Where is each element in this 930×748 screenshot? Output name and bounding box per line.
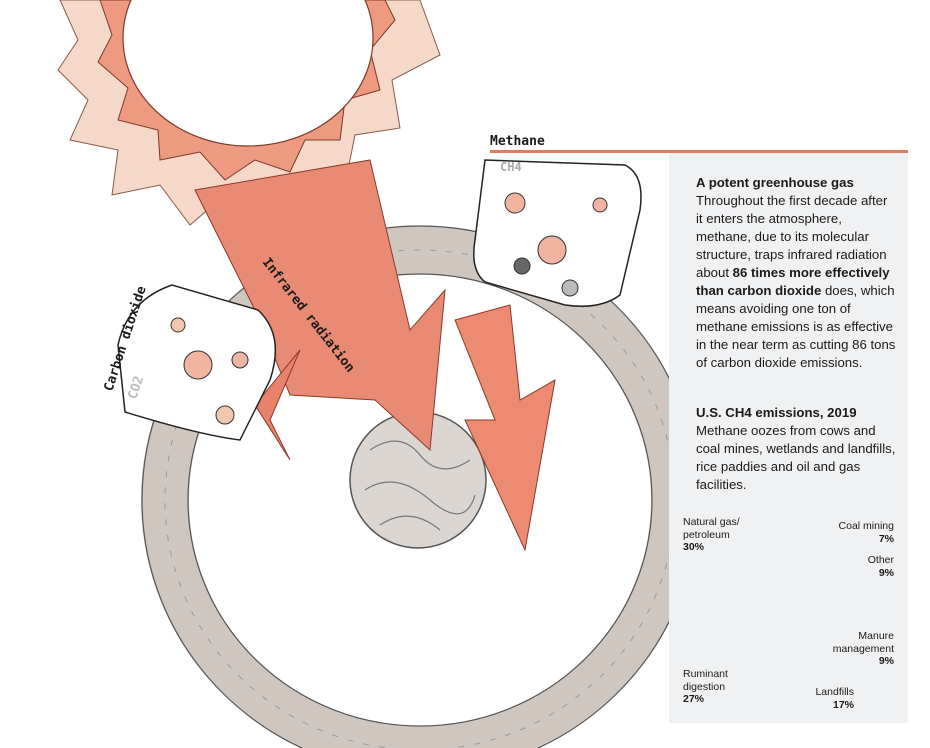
co2-label: CO2 [126,374,148,401]
methane-title: Methane [490,134,545,149]
info-panel [669,153,908,723]
panel-text: A potent greenhouse gas Throughout the f… [696,174,896,372]
co2-box [117,284,277,441]
ch4-box [473,159,642,307]
panel-body: Throughout the first decade after it ent… [696,192,896,372]
panel-body-part1: Throughout the first decade after it ent… [696,193,888,280]
earth-globe-icon [349,411,487,549]
chart-section: U.S. CH4 emissions, 2019 Methane oozes f… [696,404,901,494]
sun-icon [57,0,441,226]
panel-heading: A potent greenhouse gas [696,175,854,190]
chart-intro: Methane oozes from cows and coal mines, … [696,423,896,492]
ch4-label: CH4 [500,160,522,174]
panel-body-bold: 86 times more effectively than carbon di… [696,265,890,298]
methane-rule [490,150,908,153]
panel-body-part2: does, which means avoiding one ton of me… [696,283,896,370]
chart-heading: U.S. CH4 emissions, 2019 [696,405,857,420]
